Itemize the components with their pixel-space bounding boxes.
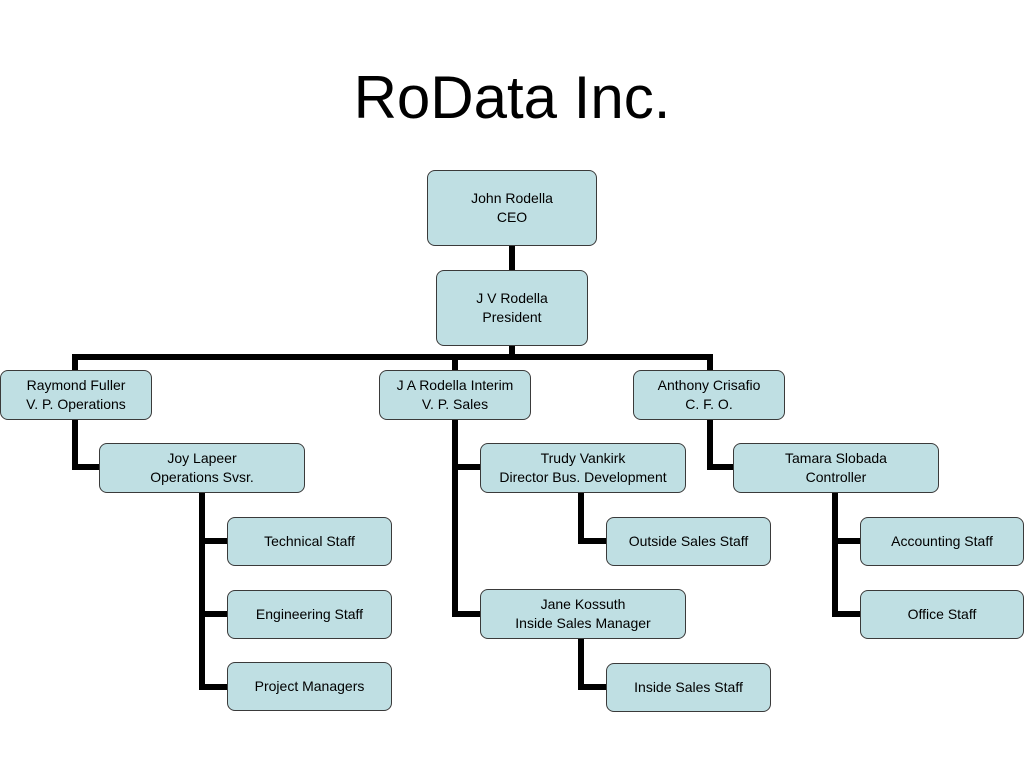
node-outside-sales-staff-label: Outside Sales Staff (628, 533, 749, 549)
node-vp-operations: Raymond Fuller V. P. Operations (0, 370, 152, 420)
node-controller-role: Controller (805, 469, 867, 485)
node-ceo-name: John Rodella (471, 190, 553, 206)
node-vp-sales-name: J A Rodella Interim (396, 377, 514, 393)
node-vp-operations-name: Raymond Fuller (26, 377, 126, 393)
connector-busdev-outsidesales (578, 490, 609, 544)
node-technical-staff-label: Technical Staff (264, 533, 355, 549)
node-vp-sales-role: V. P. Sales (421, 396, 489, 412)
node-inside-sales-manager: Jane Kossuth Inside Sales Manager (480, 589, 686, 639)
node-ops-supervisor: Joy Lapeer Operations Svsr. (99, 443, 305, 493)
page-title: RoData Inc. (353, 64, 671, 131)
node-outside-sales-staff: Outside Sales Staff (606, 517, 771, 566)
node-engineering-staff: Engineering Staff (227, 590, 392, 639)
node-president-role: President (482, 309, 542, 325)
node-inside-sales-manager-role: Inside Sales Manager (515, 615, 651, 631)
node-accounting-staff-label: Accounting Staff (891, 533, 993, 549)
node-project-managers-label: Project Managers (254, 678, 365, 694)
connector-controller-staff (832, 490, 863, 617)
node-office-staff-label: Office Staff (907, 606, 977, 622)
node-dir-bus-dev-name: Trudy Vankirk (540, 450, 626, 466)
node-controller: Tamara Slobada Controller (733, 443, 939, 493)
node-engineering-staff-label: Engineering Staff (255, 606, 364, 622)
node-inside-sales-staff: Inside Sales Staff (606, 663, 771, 712)
node-accounting-staff: Accounting Staff (860, 517, 1024, 566)
node-controller-name: Tamara Slobada (785, 450, 887, 466)
node-ceo: John Rodella CEO (427, 170, 597, 246)
node-cfo-role: C. F. O. (685, 396, 733, 412)
node-cfo: Anthony Crisafio C. F. O. (633, 370, 785, 420)
node-ceo-role: CEO (496, 209, 528, 225)
connector-president-vps (72, 343, 713, 373)
node-vp-operations-role: V. P. Operations (26, 396, 126, 412)
node-cfo-name: Anthony Crisafio (657, 377, 761, 393)
connector-vpops-opssupervisor (72, 417, 102, 470)
connector-opssupervisor-staff (199, 490, 230, 690)
node-dir-bus-dev-role: Director Bus. Development (499, 469, 667, 485)
node-dir-bus-dev: Trudy Vankirk Director Bus. Development (480, 443, 686, 493)
node-vp-sales: J A Rodella Interim V. P. Sales (379, 370, 531, 420)
node-ops-supervisor-name: Joy Lapeer (167, 450, 237, 466)
node-office-staff: Office Staff (860, 590, 1024, 639)
connector-cfo-controller (707, 417, 736, 470)
node-president-name: J V Rodella (476, 290, 548, 306)
node-inside-sales-staff-label: Inside Sales Staff (634, 679, 743, 695)
connector-vpsales-managers (452, 417, 483, 617)
node-ops-supervisor-role: Operations Svsr. (150, 469, 254, 485)
connector-insidemgr-insidesales (578, 636, 609, 690)
node-inside-sales-manager-name: Jane Kossuth (540, 596, 626, 612)
node-technical-staff: Technical Staff (227, 517, 392, 566)
node-project-managers: Project Managers (227, 662, 392, 711)
node-president: J V Rodella President (436, 270, 588, 346)
